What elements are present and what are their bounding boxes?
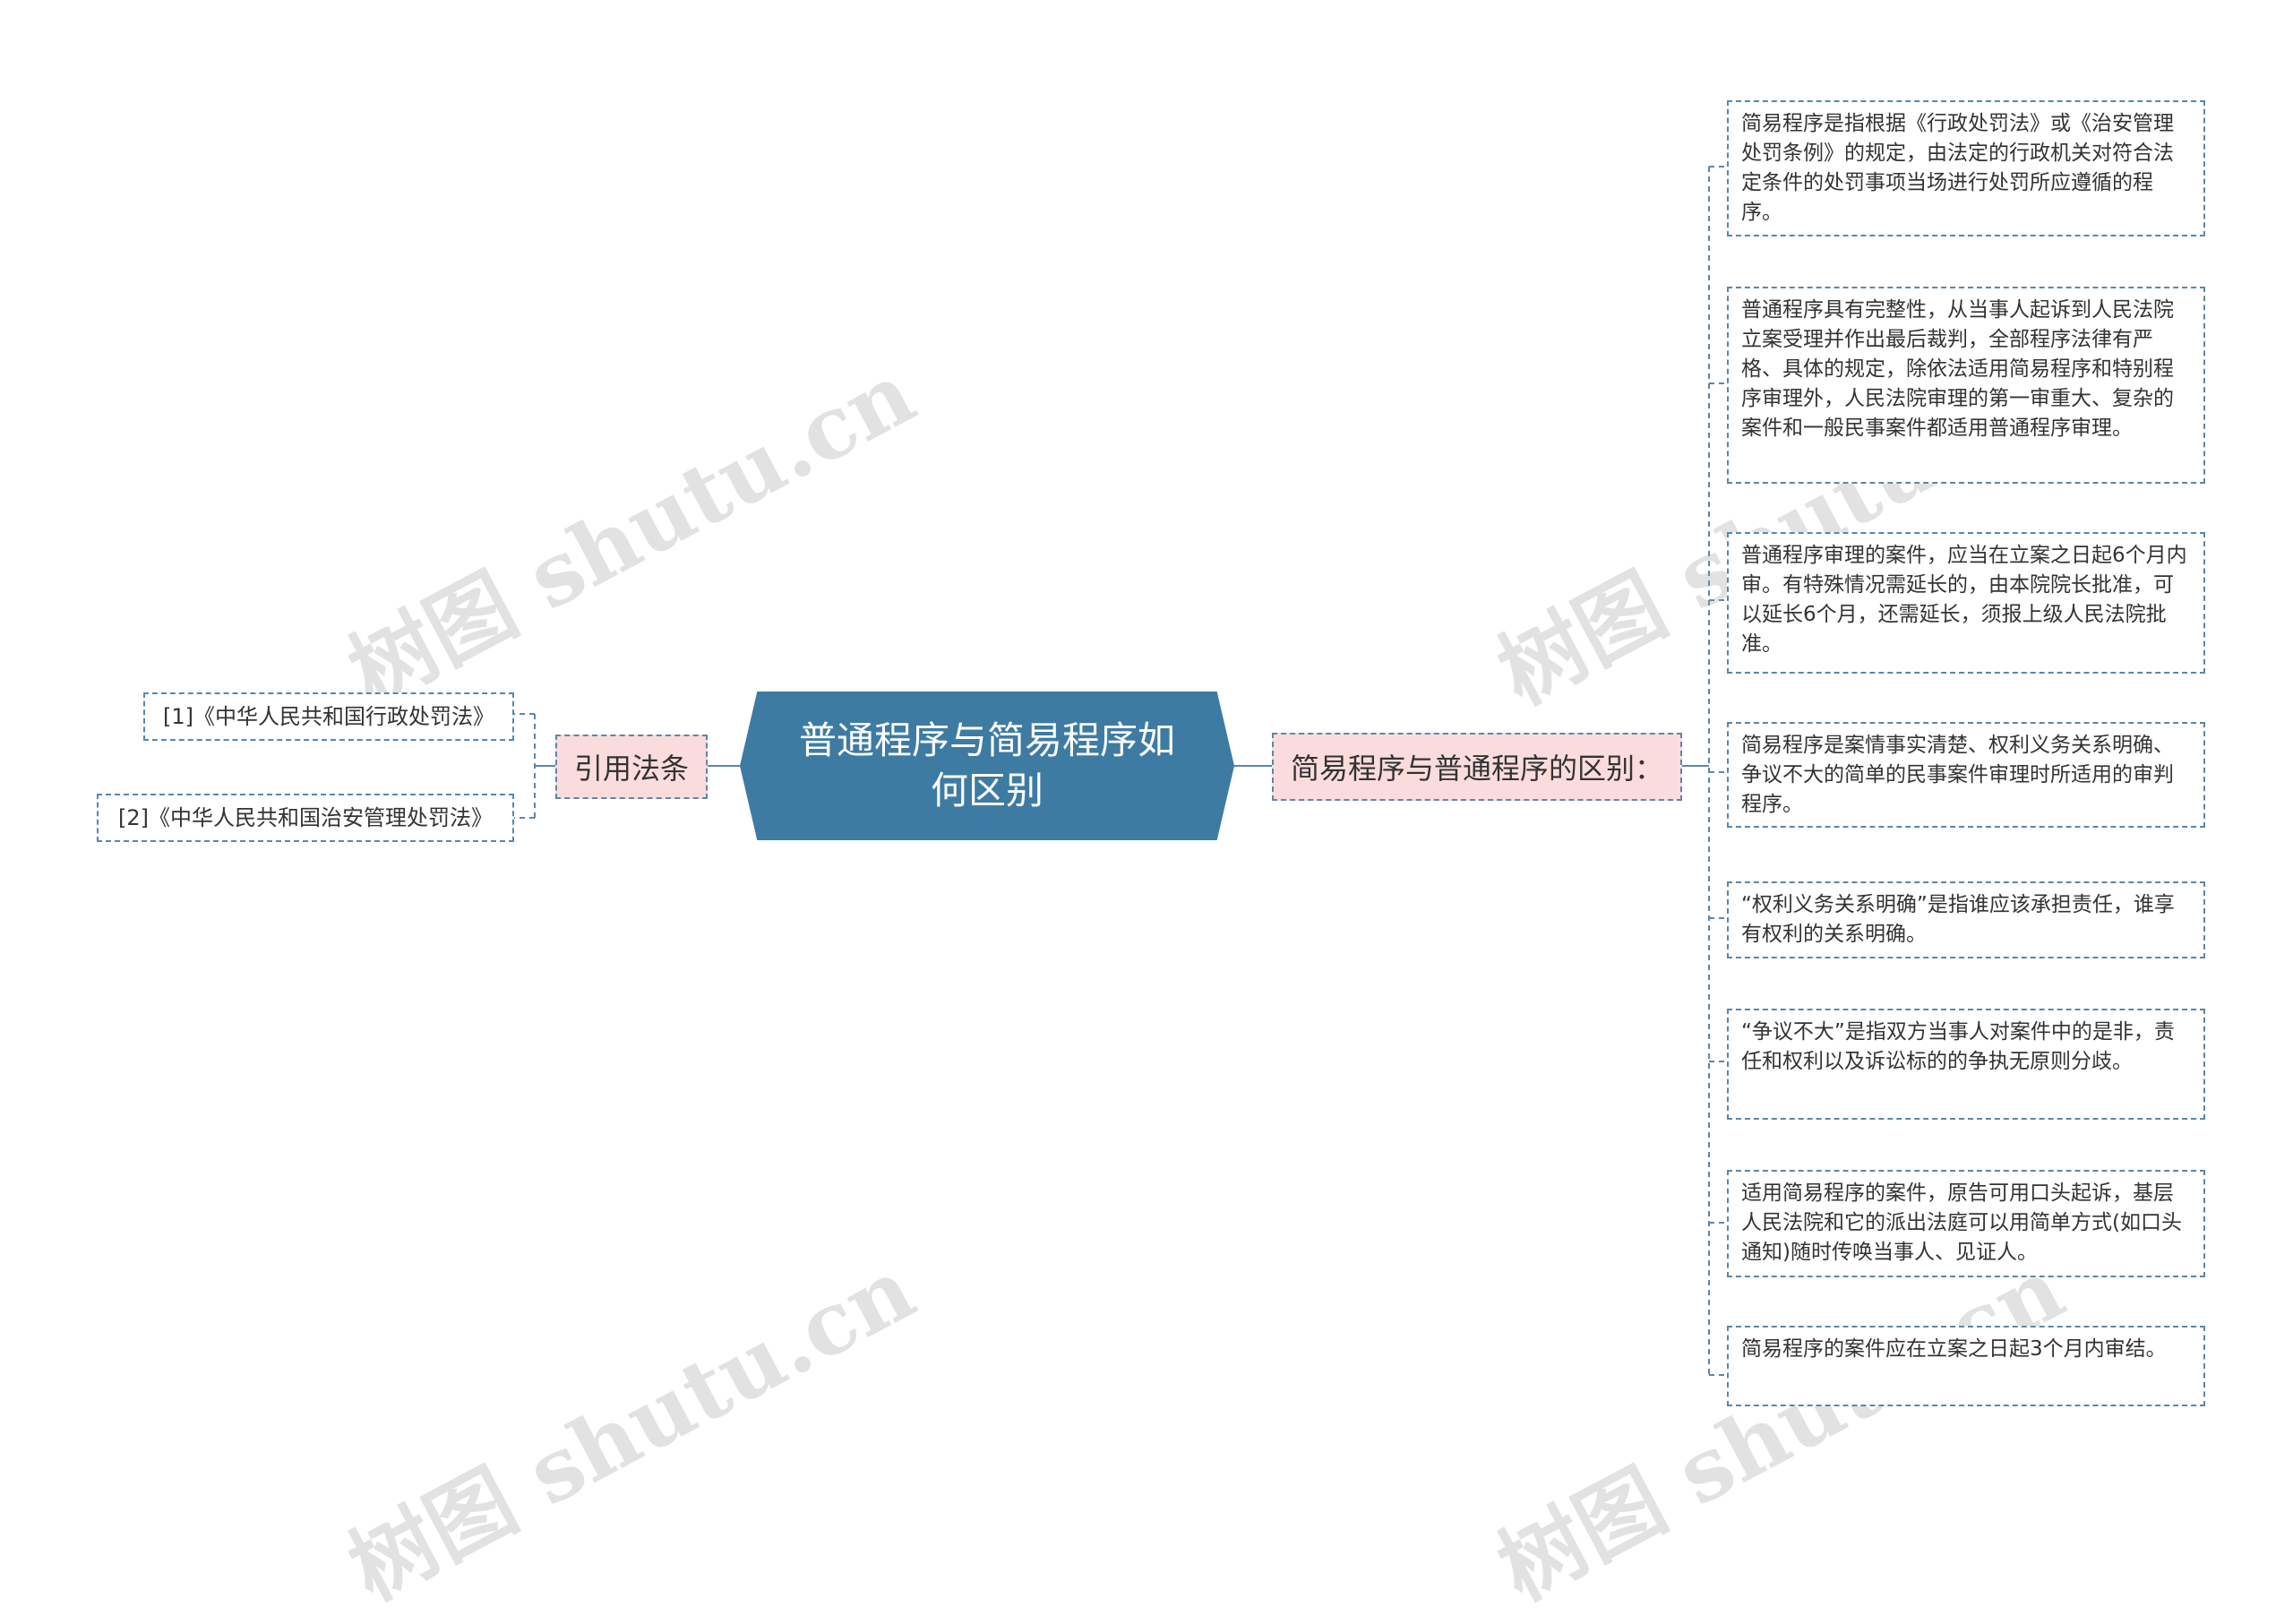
leaf-minor-dispute[interactable]: “争议不大”是指双方当事人对案件中的是非，责任和权利以及诉讼标的的争执无原则分歧… — [1727, 1009, 2205, 1120]
branch-difference[interactable]: 简易程序与普通程序的区别： — [1272, 733, 1682, 801]
leaf-law-2[interactable]: [2]《中华人民共和国治安管理处罚法》 — [97, 794, 514, 842]
leaf-text: 简易程序是案情事实清楚、权利义务关系明确、争议不大的简单的民事案件审理时所适用的… — [1741, 734, 2174, 816]
leaf-summary-time-limit[interactable]: 简易程序的案件应在立案之日起3个月内审结。 — [1727, 1326, 2205, 1406]
leaf-text: [2]《中华人民共和国治安管理处罚法》 — [118, 804, 493, 830]
branch-label: 简易程序与普通程序的区别： — [1290, 752, 1663, 786]
leaf-clear-rights-obligations[interactable]: “权利义务关系明确”是指谁应该承担责任，谁享有权利的关系明确。 — [1727, 881, 2205, 958]
leaf-summary-procedure-scope[interactable]: 简易程序是案情事实清楚、权利义务关系明确、争议不大的简单的民事案件审理时所适用的… — [1727, 722, 2205, 828]
leaf-text: [1]《中华人民共和国行政处罚法》 — [163, 703, 494, 729]
leaf-text: 简易程序的案件应在立案之日起3个月内审结。 — [1741, 1337, 2167, 1361]
central-topic-label: 普通程序与简易程序如何区别 — [798, 718, 1175, 812]
leaf-text: 普通程序审理的案件，应当在立案之日起6个月内审。有特殊情况需延长的，由本院院长批… — [1741, 544, 2187, 656]
central-topic[interactable]: 普通程序与简易程序如何区别 — [740, 692, 1234, 840]
branch-cited-laws[interactable]: 引用法条 — [555, 735, 708, 799]
leaf-oral-filing[interactable]: 适用简易程序的案件，原告可用口头起诉，基层人民法院和它的派出法庭可以用简单方式(… — [1727, 1170, 2205, 1277]
leaf-law-1[interactable]: [1]《中华人民共和国行政处罚法》 — [143, 692, 514, 741]
leaf-text: “权利义务关系明确”是指谁应该承担责任，谁享有权利的关系明确。 — [1741, 893, 2175, 946]
leaf-text: 普通程序具有完整性，从当事人起诉到人民法院立案受理并作出最后裁判，全部程序法律有… — [1741, 298, 2174, 440]
connector-lines — [514, 166, 1727, 1376]
leaf-ordinary-procedure-completeness[interactable]: 普通程序具有完整性，从当事人起诉到人民法院立案受理并作出最后裁判，全部程序法律有… — [1727, 287, 2205, 484]
leaf-text: 简易程序是指根据《行政处罚法》或《治安管理处罚条例》的规定，由法定的行政机关对符… — [1741, 112, 2174, 224]
leaf-ordinary-procedure-time-limit[interactable]: 普通程序审理的案件，应当在立案之日起6个月内审。有特殊情况需延长的，由本院院长批… — [1727, 532, 2205, 674]
leaf-text: 适用简易程序的案件，原告可用口头起诉，基层人民法院和它的派出法庭可以用简单方式(… — [1741, 1181, 2182, 1264]
branch-label: 引用法条 — [573, 752, 689, 786]
leaf-summary-procedure-definition[interactable]: 简易程序是指根据《行政处罚法》或《治安管理处罚条例》的规定，由法定的行政机关对符… — [1727, 100, 2205, 236]
leaf-text: “争议不大”是指双方当事人对案件中的是非，责任和权利以及诉讼标的的争执无原则分歧… — [1741, 1020, 2175, 1073]
